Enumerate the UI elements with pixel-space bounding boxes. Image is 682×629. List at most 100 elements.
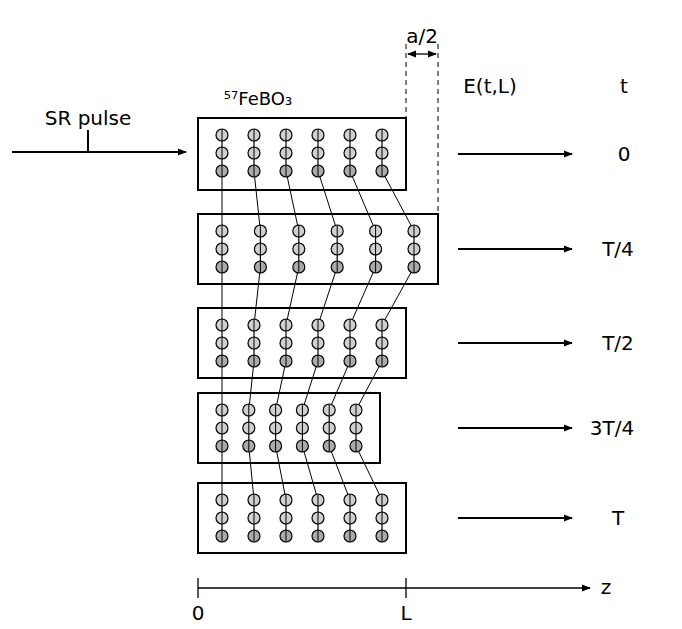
spin-mark [350,512,351,524]
spin-mark [286,512,287,524]
nucleus [280,129,292,141]
spin-mark [350,355,351,367]
spin-mark [275,422,276,434]
spin-mark [222,319,223,331]
time-label: 0 [618,144,631,164]
nucleus [296,422,308,434]
spin-mark [318,512,319,524]
nucleus [370,243,382,255]
nucleus [216,129,228,141]
spin-mark [298,225,299,237]
lattice-line [249,446,254,500]
spin-mark [298,243,299,255]
nucleus [312,319,324,331]
spin-mark [248,404,249,416]
nucleus [331,225,343,237]
spin-mark [337,225,338,237]
nucleus [344,512,356,524]
spin-mark [298,261,299,273]
lattice-line [356,361,382,410]
spin-mark [260,225,261,237]
nucleus [216,440,228,452]
nucleus [312,147,324,159]
axis-tick [405,578,406,598]
spin-mark [382,494,383,506]
nucleus [254,225,266,237]
crystal-box [198,214,438,284]
nucleus [216,337,228,349]
axis-label: t [620,76,628,96]
nucleus [350,404,362,416]
spin-mark [260,243,261,255]
nucleus [216,243,228,255]
spin-mark [318,337,319,349]
spin-mark [350,337,351,349]
nucleus [344,355,356,367]
spin-mark [286,530,287,542]
nucleus [323,440,335,452]
nucleus [248,319,260,331]
spin-mark [318,494,319,506]
spin-mark [375,225,376,237]
lattice-line [222,446,223,500]
lattice-line [302,446,318,500]
spin-mark [329,440,330,452]
nucleus [248,494,260,506]
nucleus [376,147,388,159]
pulse-label: SR pulse [45,108,132,128]
axis-tick [197,578,198,598]
nucleus [350,422,362,434]
nucleus [293,243,305,255]
nucleus [344,165,356,177]
spin-mark [248,422,249,434]
nucleus [344,147,356,159]
lattice-line [222,171,223,231]
nucleus [280,165,292,177]
spin-mark [254,355,255,367]
nucleus [312,337,324,349]
spin-mark [350,147,351,159]
nucleus [216,494,228,506]
spin-mark [350,494,351,506]
nucleus [216,355,228,367]
spin-mark [318,530,319,542]
spin-mark [254,165,255,177]
nucleus [376,512,388,524]
spin-mark [222,512,223,524]
spin-mark [286,494,287,506]
spin-mark [337,243,338,255]
pulse-arrow [12,151,186,153]
spin-mark [286,319,287,331]
time-label: 3T/4 [590,418,634,438]
spin-mark [222,243,223,255]
spin-mark [222,129,223,141]
nucleus [243,404,255,416]
spin-mark [375,243,376,255]
spin-mark [318,165,319,177]
nucleus [248,337,260,349]
lattice-line [356,446,382,500]
spin-mark [382,337,383,349]
spin-mark [318,319,319,331]
nucleus [312,494,324,506]
nucleus [376,319,388,331]
nucleus [216,165,228,177]
nucleus [243,440,255,452]
nucleus [408,261,420,273]
lattice-line [350,267,376,325]
nucleus [216,319,228,331]
lattice-line [318,171,337,231]
nucleus [248,512,260,524]
lattice-line [276,361,286,410]
nucleus [293,225,305,237]
spin-mark [286,337,287,349]
nucleus [216,261,228,273]
spin-mark [248,440,249,452]
nucleus [248,147,260,159]
nucleus [270,404,282,416]
lattice-line [254,267,260,325]
lattice-line [222,361,223,410]
lattice-line [318,267,337,325]
spin-mark [254,494,255,506]
lattice-line [302,361,318,410]
